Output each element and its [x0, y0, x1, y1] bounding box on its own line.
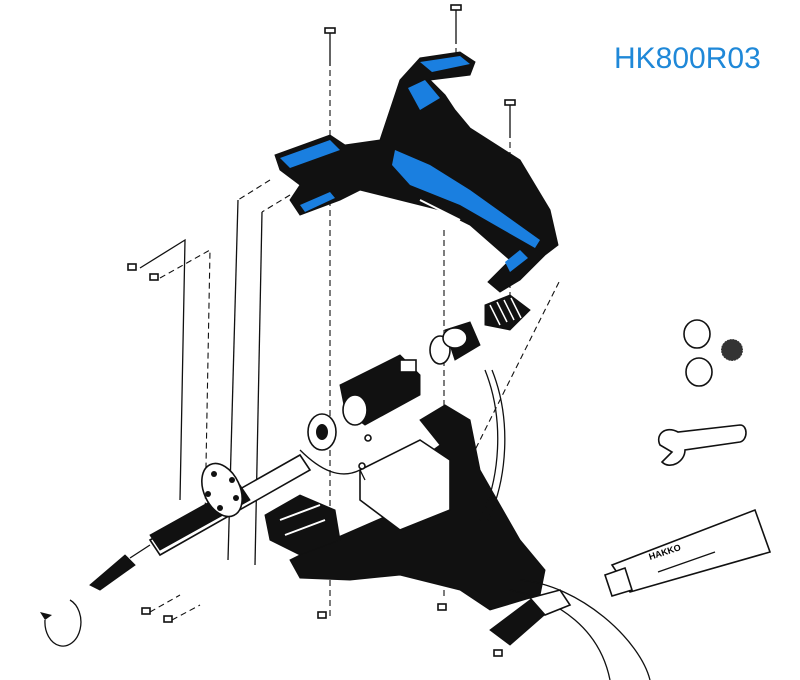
wrench [658, 424, 747, 466]
vacuum-hose [479, 369, 506, 521]
small-screws [127, 263, 503, 657]
rotation-arrow [40, 599, 82, 647]
part-number-label: HK800R03 [614, 42, 761, 75]
filter-mesh [720, 338, 744, 362]
main-body [264, 404, 546, 611]
coupling [429, 321, 481, 365]
filter-cap [307, 413, 337, 451]
handle-grip [274, 51, 559, 293]
spring [484, 294, 531, 331]
power-cord [489, 579, 651, 680]
mounting-flange [201, 462, 243, 518]
nozzle-tip [89, 544, 151, 591]
wire-harness [299, 434, 372, 481]
paste-tube: HAKKO [603, 508, 772, 597]
heater-housing [339, 354, 421, 426]
spare-filter-discs [683, 319, 713, 387]
